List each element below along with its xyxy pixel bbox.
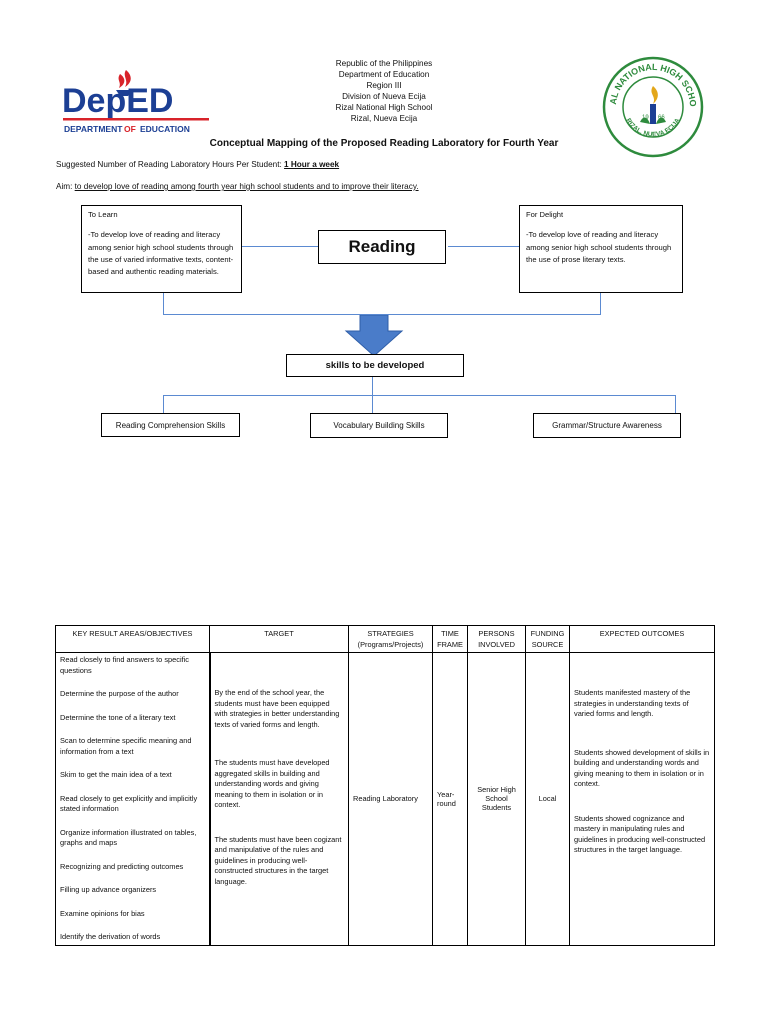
objective-item: Filling up advance organizers [60,885,157,894]
target-cell: By the end of the school year, the stude… [209,652,349,946]
connector-line [448,246,520,247]
funding-cell: Local [525,652,570,946]
connector-line [600,293,601,314]
reading-center-box: Reading [318,230,446,264]
outcome-item: Students showed cognizance and mastery i… [574,813,706,855]
column-header: TIME FRAME [432,625,468,653]
column-header: STRATEGIES (Programs/Projects) [348,625,433,653]
school-seal-logo: RIZAL NATIONAL HIGH SCHOOL RIZAL, NUEVA … [598,48,704,158]
target-item: By the end of the school year, the stude… [214,688,340,729]
table-row: Read closely to find answers to specific… [55,652,715,946]
hours-value: 1 Hour a week [284,160,340,169]
outcome-item: Students manifested mastery of the strat… [574,688,691,718]
letterhead-line: Department of Education [338,70,430,79]
objective-item: Read closely to get explicitly and impli… [60,793,198,814]
skill-box-grammar: Grammar/Structure Awareness [533,413,681,438]
aim-line: Aim: to develop love of reading among fo… [56,182,419,191]
document-title: Conceptual Mapping of the Proposed Readi… [209,138,559,149]
svg-text:66: 66 [658,115,665,121]
connector-line [241,246,321,247]
objectives-table: KEY RESULT AREAS/OBJECTIVES TARGET STRAT… [55,625,715,946]
letterhead-line: Division of Nueva Ecija [342,92,426,101]
connector-line [163,293,164,314]
objective-item: Determine the tone of a literary text [60,712,176,722]
to-learn-title: To Learn [88,210,118,219]
target-item: The students must have been cogizant and… [214,834,342,886]
objective-item: Organize information illustrated on tabl… [60,827,197,848]
deped-logo: DepED DEPARTMENT OF EDUCATION [62,66,212,140]
connector-line [675,395,676,413]
aim-value: to develop love of reading among fourth … [74,182,419,191]
for-delight-title: For Delight [526,210,564,219]
persons-cell: Senior High School Students [467,652,526,946]
time-frame-cell: Year-round [432,652,468,946]
for-delight-box: For Delight -To develop love of reading … [519,205,683,293]
column-header: PERSONS INVOLVED [467,625,526,653]
objective-item: Examine opinions for bias [60,908,145,918]
connector-line [163,395,164,413]
letterhead-line: Rizal, Nueva Ecija [350,114,418,123]
letterhead-line: Region III [366,81,402,90]
deped-wordmark: DepED [62,82,173,120]
svg-text:DEPARTMENT: DEPARTMENT [64,124,123,134]
objective-item: Skim to get the main idea of a text [60,770,172,779]
hours-label: Suggested Number of Reading Laboratory H… [56,160,282,169]
svg-text:OF: OF [124,124,136,134]
objectives-cell: Read closely to find answers to specific… [55,652,211,946]
svg-text:EDUCATION: EDUCATION [140,124,190,134]
column-header: KEY RESULT AREAS/OBJECTIVES [55,625,210,653]
strategy-cell: Reading Laboratory [348,652,433,946]
outcome-item: Students showed development of skills in… [574,747,710,789]
to-learn-box: To Learn -To develop love of reading and… [81,205,242,293]
svg-text:19: 19 [642,115,649,121]
hours-line: Suggested Number of Reading Laboratory H… [56,160,339,169]
skill-box-reading-comprehension: Reading Comprehension Skills [101,413,240,437]
for-delight-text: -To develop love of reading and literacy… [526,230,672,264]
column-header: TARGET [209,625,349,653]
skills-heading-box: skills to be developed [286,354,464,377]
to-learn-text: -To develop love of reading and literacy… [88,230,234,277]
objective-item: Determine the purpose of the author [60,689,179,698]
skill-box-vocabulary: Vocabulary Building Skills [310,413,448,438]
table-header-row: KEY RESULT AREAS/OBJECTIVES TARGET STRAT… [55,625,715,653]
target-item: The students must have developed aggrega… [214,758,330,809]
objective-item: Read closely to find answers to specific… [60,655,189,675]
connector-line [163,395,676,396]
objective-item: Recognizing and predicting outcomes [60,861,184,871]
letterhead-line: Rizal National High School [335,103,433,112]
letterhead: Republic of the Philippines Department o… [0,58,768,124]
objective-item: Scan to determine specific meaning and i… [60,736,192,756]
outcomes-cell: Students manifested mastery of the strat… [569,652,715,946]
objective-item: Identify the derivation of words [60,932,161,941]
connector-line [372,377,373,413]
down-arrow-icon [344,314,404,362]
column-header: FUNDING SOURCE [525,625,570,653]
aim-label: Aim: [56,182,73,191]
letterhead-line: Republic of the Philippines [335,59,433,68]
column-header: EXPECTED OUTCOMES [569,625,715,653]
